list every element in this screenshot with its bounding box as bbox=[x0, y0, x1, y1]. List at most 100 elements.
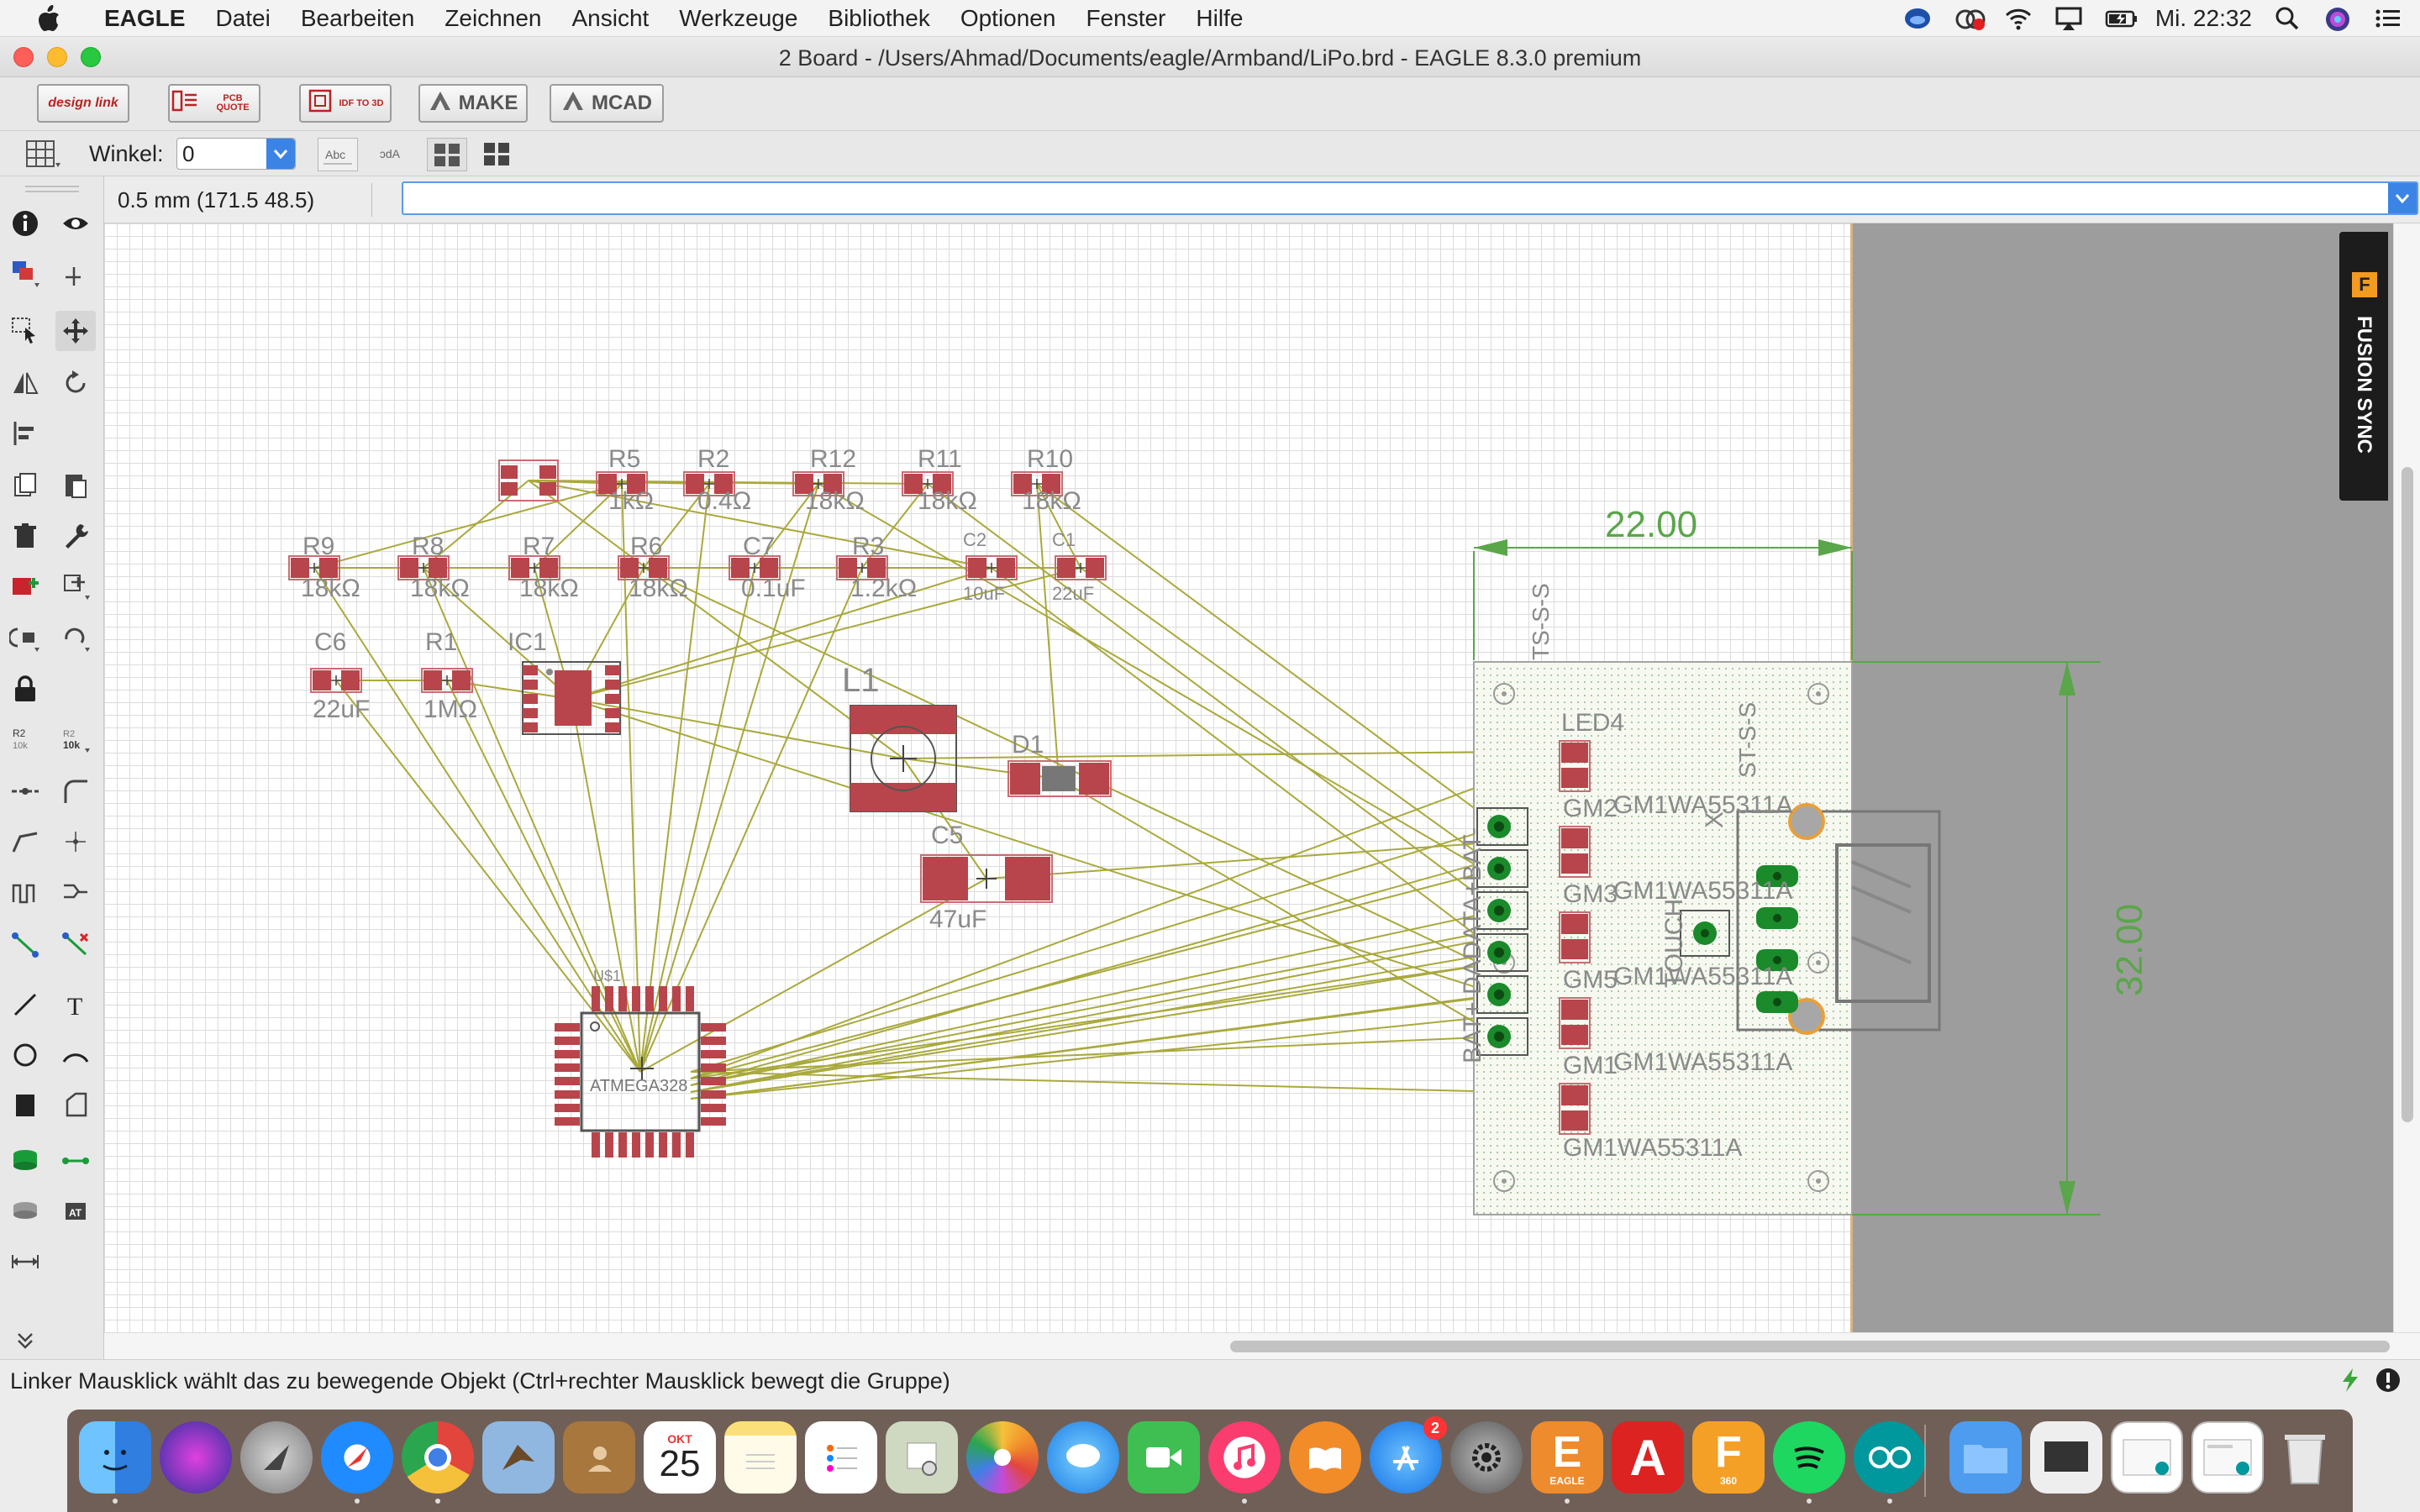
rotate-icon[interactable] bbox=[55, 363, 96, 403]
text-icon[interactable]: T bbox=[55, 984, 96, 1025]
grid-icon[interactable] bbox=[25, 139, 62, 174]
messages-icon[interactable] bbox=[1047, 1421, 1119, 1494]
lock-icon[interactable] bbox=[5, 669, 45, 709]
apple-menu-icon[interactable] bbox=[30, 0, 67, 37]
ibooks-icon[interactable] bbox=[1289, 1421, 1361, 1494]
layout-option-1-icon[interactable] bbox=[427, 138, 467, 171]
airplay-icon[interactable] bbox=[2054, 6, 2083, 31]
app-store-icon[interactable]: 2 bbox=[1370, 1416, 1447, 1494]
add-part-icon[interactable] bbox=[5, 566, 45, 606]
expand-chevron-icon[interactable] bbox=[5, 1319, 45, 1359]
finder-icon[interactable] bbox=[79, 1421, 151, 1494]
fusion-sync-panel-tab[interactable]: F FUSION SYNC bbox=[2339, 232, 2388, 501]
change-wrench-icon[interactable] bbox=[55, 516, 96, 556]
close-window-button[interactable] bbox=[13, 47, 34, 67]
notification-center-icon[interactable] bbox=[2375, 6, 2403, 31]
arduino-icon[interactable] bbox=[1854, 1421, 1926, 1494]
split-icon[interactable] bbox=[5, 771, 45, 811]
copy-icon[interactable] bbox=[5, 465, 45, 506]
replace-part-icon[interactable] bbox=[55, 566, 96, 606]
trash-icon[interactable] bbox=[2269, 1421, 2341, 1494]
text-orientation-icon[interactable]: Abc bbox=[318, 138, 358, 171]
paste-icon[interactable] bbox=[55, 465, 96, 506]
align-icon[interactable] bbox=[5, 413, 45, 454]
text-mirror-icon[interactable]: Abc bbox=[368, 138, 408, 171]
dimension-icon[interactable] bbox=[5, 1242, 45, 1282]
mirror-icon[interactable] bbox=[5, 363, 45, 403]
mail-bird-icon[interactable] bbox=[482, 1421, 555, 1494]
chevron-down-icon[interactable] bbox=[266, 139, 295, 169]
window-thumbnail-2[interactable] bbox=[2191, 1421, 2264, 1494]
mark-icon[interactable] bbox=[55, 254, 96, 294]
route-icon[interactable] bbox=[5, 924, 45, 964]
menu-bibliothek[interactable]: Bibliothek bbox=[828, 4, 930, 31]
menu-bearbeiten[interactable]: Bearbeiten bbox=[300, 4, 415, 31]
attribute-icon[interactable]: AT bbox=[55, 1191, 96, 1231]
spotify-icon[interactable] bbox=[1773, 1421, 1845, 1494]
board-canvas[interactable]: R5 1kΩ R2 0.4Ω R12 18kΩ R11 18kΩ R10 18k… bbox=[104, 223, 2393, 1332]
preview-icon[interactable] bbox=[886, 1421, 958, 1494]
hole-icon[interactable] bbox=[5, 1191, 45, 1231]
menu-optionen[interactable]: Optionen bbox=[960, 4, 1056, 31]
menu-datei[interactable]: Datei bbox=[215, 4, 271, 31]
safari-icon[interactable] bbox=[321, 1421, 393, 1494]
idf-to-3d-button[interactable]: IDF TO 3D bbox=[299, 84, 392, 123]
fusion360-icon[interactable]: F 360 bbox=[1692, 1421, 1765, 1494]
lock-rotate-icon[interactable] bbox=[55, 618, 96, 659]
meander-icon[interactable] bbox=[5, 872, 45, 912]
downloads-stack-icon[interactable] bbox=[2030, 1421, 2102, 1494]
line-icon[interactable] bbox=[5, 984, 45, 1025]
notes-icon[interactable] bbox=[724, 1421, 797, 1494]
junction-icon[interactable] bbox=[55, 822, 96, 862]
rectangle-icon[interactable] bbox=[5, 1085, 45, 1126]
via-icon[interactable] bbox=[5, 1141, 45, 1181]
delete-icon[interactable] bbox=[5, 516, 45, 556]
system-preferences-icon[interactable] bbox=[1450, 1421, 1523, 1494]
design-link-button[interactable]: design link bbox=[37, 84, 129, 123]
spotlight-search-icon[interactable] bbox=[2274, 6, 2302, 31]
miter-icon[interactable] bbox=[55, 771, 96, 811]
menubar-clock[interactable]: Mi. 22:32 bbox=[2154, 5, 2252, 31]
calendar-icon[interactable]: OKT 25 bbox=[644, 1421, 716, 1494]
optimize-icon[interactable] bbox=[5, 822, 45, 862]
command-line-input[interactable] bbox=[402, 181, 2418, 215]
pcb-quote-button[interactable]: PCB QUOTE bbox=[168, 84, 260, 123]
menu-fenster[interactable]: Fenster bbox=[1086, 4, 1166, 31]
siri-dock-icon[interactable] bbox=[160, 1421, 232, 1494]
swap-icon[interactable] bbox=[5, 618, 45, 659]
move-icon[interactable] bbox=[55, 311, 96, 351]
itunes-icon[interactable] bbox=[1208, 1421, 1281, 1494]
facetime-icon[interactable] bbox=[1128, 1421, 1200, 1494]
siri-icon[interactable] bbox=[2324, 6, 2353, 31]
lightning-icon[interactable] bbox=[2338, 1367, 2363, 1398]
creative-cloud-icon[interactable] bbox=[1954, 6, 1986, 31]
menu-hilfe[interactable]: Hilfe bbox=[1196, 4, 1244, 31]
photos-icon[interactable] bbox=[966, 1421, 1039, 1494]
layout-option-2-icon[interactable] bbox=[477, 138, 518, 171]
signal-icon[interactable] bbox=[55, 1141, 96, 1181]
menu-werkzeuge[interactable]: Werkzeuge bbox=[679, 4, 798, 31]
contacts-icon[interactable] bbox=[563, 1421, 635, 1494]
polygon-icon[interactable] bbox=[55, 1085, 96, 1126]
vertical-scrollbar[interactable] bbox=[2393, 223, 2420, 1332]
window-thumbnail-1[interactable] bbox=[2111, 1421, 2183, 1494]
horizontal-scrollbar[interactable] bbox=[104, 1332, 2420, 1359]
status-app-icon[interactable] bbox=[1903, 6, 1932, 31]
vertical-scroll-thumb[interactable] bbox=[2402, 467, 2413, 1122]
alert-icon[interactable] bbox=[2375, 1367, 2402, 1398]
info-icon[interactable] bbox=[5, 203, 45, 244]
make-button[interactable]: MAKE bbox=[418, 84, 528, 123]
zoom-window-button[interactable] bbox=[81, 47, 101, 67]
mcad-button[interactable]: MCAD bbox=[550, 84, 664, 123]
launchpad-icon[interactable] bbox=[240, 1421, 313, 1494]
select-group-icon[interactable] bbox=[5, 311, 45, 351]
menu-app-eagle[interactable]: EAGLE bbox=[104, 4, 186, 31]
reminders-icon[interactable] bbox=[805, 1421, 877, 1494]
route-diff-pair-icon[interactable] bbox=[55, 872, 96, 912]
angle-select[interactable]: 0 bbox=[176, 138, 296, 170]
chrome-icon[interactable] bbox=[402, 1421, 474, 1494]
layer-display-icon[interactable] bbox=[5, 254, 45, 294]
eye-icon[interactable] bbox=[55, 203, 96, 244]
